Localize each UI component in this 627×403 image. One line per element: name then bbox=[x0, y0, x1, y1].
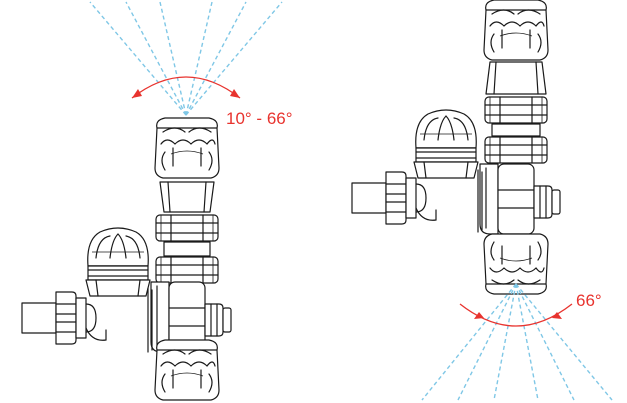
left-diagram: 10° - 66° bbox=[21, 1, 293, 401]
angle-arrowhead bbox=[474, 312, 484, 319]
valve-body bbox=[479, 163, 561, 235]
inlet-pipe bbox=[21, 291, 107, 345]
upper-sleeve bbox=[485, 61, 547, 95]
bottom-cap bbox=[154, 339, 220, 401]
spray-fan-down bbox=[421, 283, 613, 401]
angle-arrowhead bbox=[230, 89, 240, 98]
spray-fan-up bbox=[89, 1, 283, 116]
spray-line bbox=[457, 283, 517, 401]
middle-nut bbox=[155, 256, 219, 284]
spray-line bbox=[125, 1, 187, 116]
upper-sleeve bbox=[159, 181, 215, 213]
spray-line bbox=[159, 1, 187, 116]
middle-nut bbox=[484, 136, 548, 164]
spray-line bbox=[89, 1, 187, 116]
thermostatic-valve bbox=[21, 117, 232, 401]
right-diagram: 66° bbox=[351, 0, 613, 401]
spray-line bbox=[185, 1, 283, 116]
spray-line bbox=[421, 283, 517, 401]
angle-arc bbox=[459, 303, 573, 327]
angle-arrowhead bbox=[132, 89, 142, 98]
angle-label: 66° bbox=[576, 291, 602, 310]
spray-line bbox=[185, 1, 213, 116]
spray-line bbox=[493, 283, 517, 401]
spray-line bbox=[185, 1, 247, 116]
inlet-pipe bbox=[351, 171, 437, 225]
spray-line bbox=[515, 283, 539, 401]
spray-line bbox=[515, 283, 575, 401]
sensor-head bbox=[85, 227, 151, 297]
upper-nut bbox=[484, 96, 548, 124]
angle-label: 10° - 66° bbox=[226, 109, 293, 128]
angle-arc bbox=[131, 76, 241, 99]
sensor-head bbox=[413, 109, 479, 179]
thermostatic-valve bbox=[351, 0, 561, 295]
angle-arrowhead bbox=[552, 312, 562, 319]
upper-nut bbox=[155, 214, 219, 242]
top-cap bbox=[483, 0, 549, 61]
top-cap bbox=[154, 117, 220, 179]
